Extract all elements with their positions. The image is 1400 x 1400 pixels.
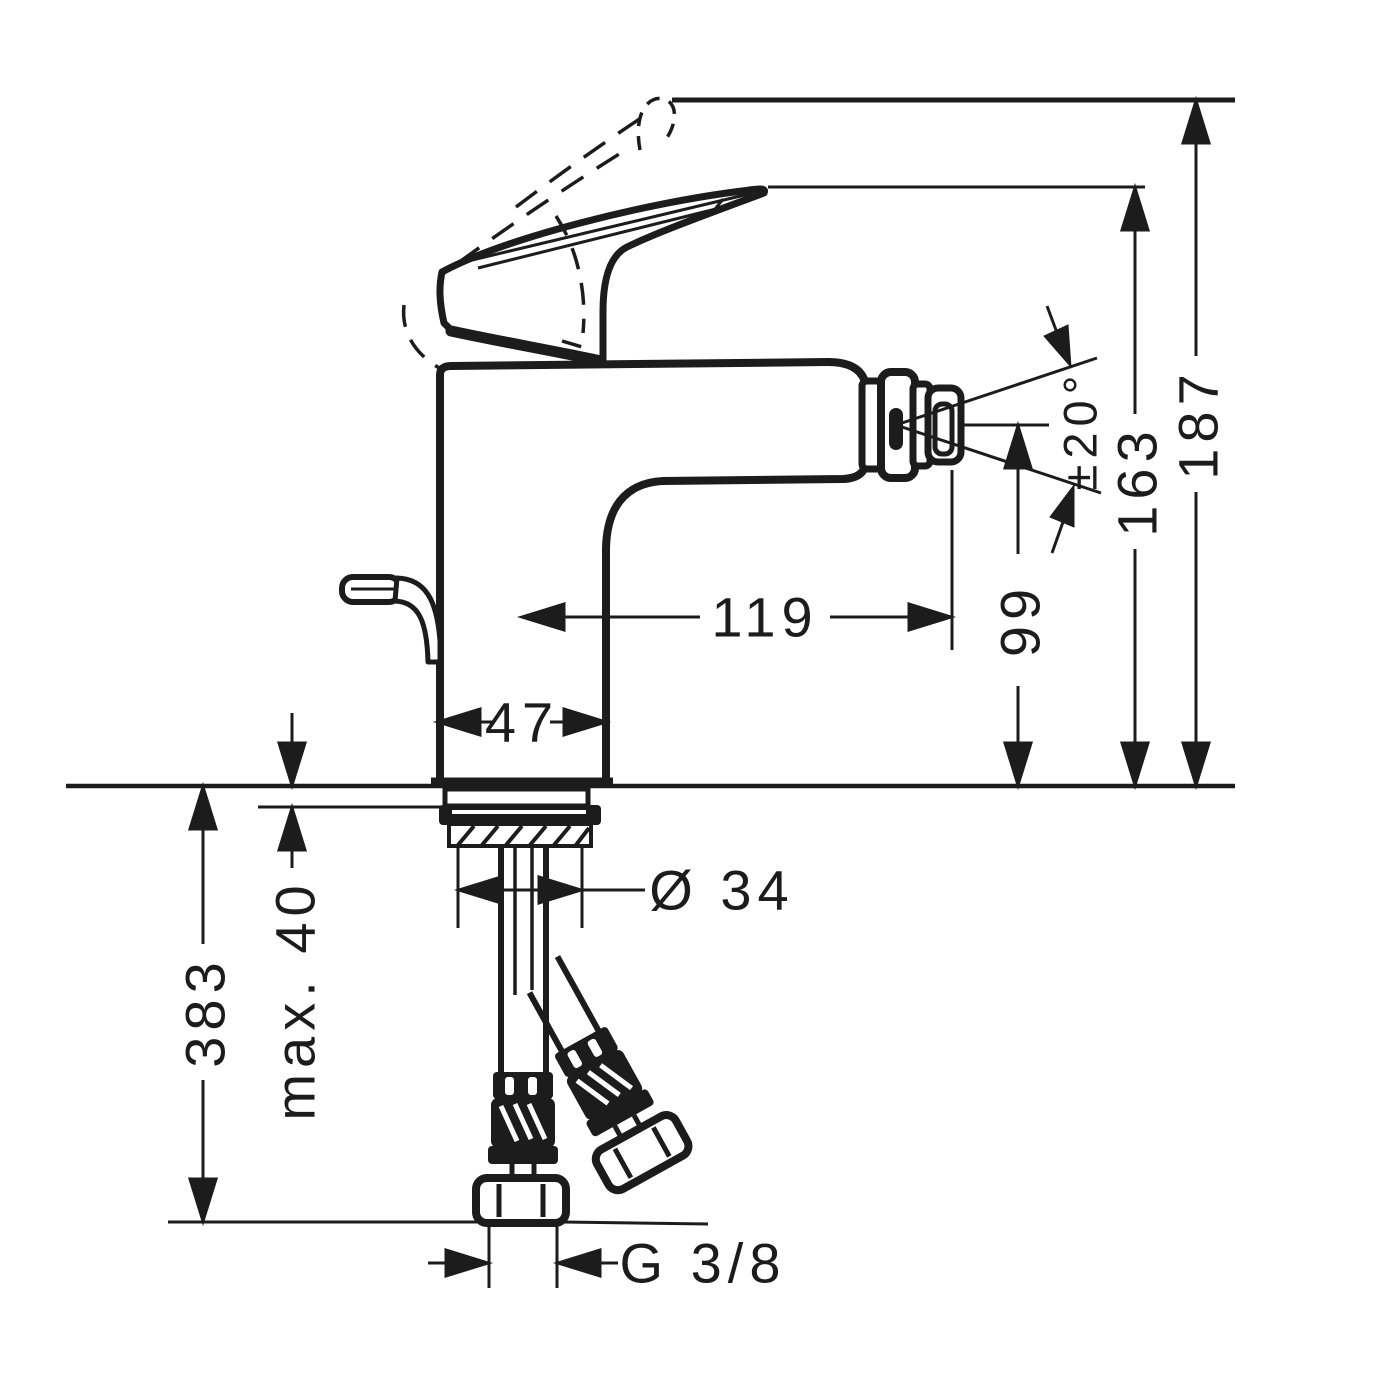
- angle-line-lower: [901, 425, 1102, 495]
- handle-cap-bottom-edge: [445, 325, 607, 367]
- washer-hatching: [456, 824, 591, 847]
- angle-line-upper: [901, 356, 1098, 425]
- dimension-label-body-width: 47: [485, 691, 559, 754]
- dimension-label-hose-length: 383: [174, 956, 237, 1067]
- dimension-spout-reach: [516, 470, 957, 650]
- dimension-thread: [428, 1226, 618, 1288]
- dimension-label-spout-reach: 119: [711, 586, 818, 649]
- raised-base-left-arc: [401, 304, 442, 371]
- dimension-label-total-height: 187: [1167, 368, 1230, 479]
- hose-band: [488, 1146, 558, 1164]
- dimension-lever-height: [1119, 182, 1151, 791]
- supply-hose-straight: [472, 1072, 570, 1227]
- hose-end-ref-line-right: [562, 1220, 709, 1226]
- lever-tip-tick: [710, 198, 725, 214]
- raised-front-arc: [554, 215, 586, 334]
- supply-hose-angled: [526, 955, 693, 1195]
- hose-collar-slot: [567, 1050, 583, 1068]
- hose-braid-weave: [575, 1063, 634, 1106]
- dimension-lines: [187, 95, 1212, 1288]
- spray-angle-annotation: [901, 305, 1102, 554]
- hose-collar: [493, 1072, 553, 1099]
- hose-band: [586, 1089, 654, 1137]
- dimension-label-hole-diameter: Ø 34: [649, 859, 794, 922]
- hose-nut: [591, 1111, 693, 1195]
- pop-up-rod: [339, 574, 443, 665]
- dimension-label-thread: G 3/8: [620, 1232, 787, 1295]
- reference-lines: [66, 97, 1235, 1226]
- dimension-labels: 187 163 99 ±20° 119 47 Ø 34 max. 40 383 …: [174, 368, 1230, 1294]
- spout-nozzle: [858, 368, 965, 482]
- hose-tube-edge: [526, 991, 566, 1054]
- dimension-hose-length: [187, 781, 219, 1227]
- raised-lever-lower-edge: [456, 144, 633, 265]
- hose-tube-edge: [554, 955, 602, 1034]
- hose-collar-slot: [528, 1077, 537, 1095]
- dimension-label-spout-height: 99: [989, 583, 1052, 657]
- raised-lever-tip-curl: [636, 96, 677, 151]
- handle-lever: [436, 185, 769, 367]
- dimension-hole-diameter: [453, 846, 645, 928]
- raised-lever-upper-edge: [514, 112, 648, 209]
- pop-up-arm: [392, 575, 443, 665]
- dimension-body-width: [432, 706, 612, 738]
- lever-inner-line-1: [467, 191, 754, 263]
- lever-inner-line-2: [477, 200, 745, 270]
- hose-collar: [555, 1027, 618, 1077]
- raised-front-dash: [561, 339, 590, 351]
- hose-nut: [472, 1174, 570, 1227]
- dimension-deck-thickness: [276, 713, 308, 868]
- angle-arrow-lower: [1049, 483, 1075, 528]
- dimension-spout-height: [1002, 420, 1034, 791]
- hose-nut-facet: [651, 1126, 672, 1158]
- hose-braid-weave: [498, 1102, 548, 1143]
- dimension-label-deck-thickness: max. 40: [264, 879, 327, 1120]
- dimension-label-lever-height: 163: [1106, 425, 1169, 536]
- dimension-total-height: [1180, 95, 1212, 791]
- mounting-flange: [442, 786, 591, 809]
- nozzle-collar-slot: [889, 408, 903, 450]
- angle-leader-lower: [1050, 521, 1065, 554]
- mounting-assembly: [439, 786, 601, 1072]
- hose-nut-facet: [612, 1147, 634, 1179]
- hose-collar-slot: [587, 1038, 603, 1057]
- dimension-label-spray-angle: ±20°: [1054, 370, 1107, 491]
- hose-collar-slot: [505, 1077, 514, 1095]
- handle-raised-dashed: [401, 96, 677, 371]
- angle-arrow-upper: [1043, 324, 1072, 369]
